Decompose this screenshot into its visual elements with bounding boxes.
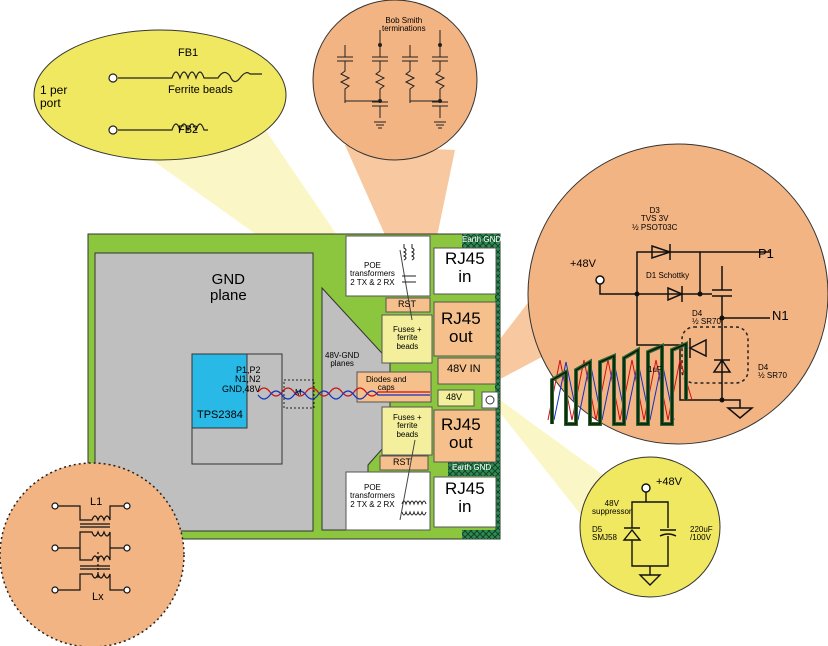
label-48v: 48V [446, 392, 463, 402]
cap-220uf-label: 220uF/100V [690, 525, 713, 543]
uf-label: 1uF [648, 365, 662, 374]
l1-label: L1 [90, 496, 103, 508]
d1-label: D1 Schottky [646, 271, 690, 280]
lx-label: Lx [92, 591, 104, 603]
fb2-label: FB2 [178, 124, 199, 136]
marker-m-label: M [295, 388, 302, 397]
diodes-pad [356, 371, 432, 403]
v48-pad [437, 389, 475, 407]
diode-junction-dots [634, 291, 725, 403]
earth-gnd-strip-2 [462, 530, 500, 539]
supp-plus48-label: +48V [656, 476, 682, 488]
suppressor-callout [579, 456, 721, 598]
rj45-out-top-pad [433, 301, 497, 357]
rst-bottom-label: RST [393, 457, 411, 467]
rst-top-label: RST [398, 299, 416, 309]
in48v-pad [437, 357, 497, 385]
earth-gnd-top-label: Earth GND [462, 235, 502, 244]
rj45-in-top-pad [433, 247, 497, 295]
p1-label: P1 [758, 246, 774, 261]
poe-lead-top [399, 249, 413, 321]
coil-overlay-red [547, 359, 693, 421]
coil-callout [0, 462, 185, 646]
ferrite-beads-label: Ferrite beads [168, 84, 233, 96]
fb1-label: FB1 [178, 47, 199, 59]
earth-gnd-top [462, 234, 500, 248]
connector-48v-hole [485, 395, 495, 405]
earth-gnd-bottom [448, 462, 500, 476]
signal-trace-red [257, 387, 430, 397]
ferrite-callout [33, 29, 287, 161]
ferrite-bead-schematic [108, 71, 262, 135]
rj45-in-bottom-pad [433, 476, 497, 528]
tps-outline [191, 353, 283, 465]
rst-pad-bottom [379, 455, 429, 471]
beam-supp [490, 400, 610, 520]
signal-trace-blue [257, 390, 430, 400]
marker-dotted-box [283, 379, 315, 409]
diode-plus48-label: +48V [570, 258, 596, 270]
coil-schematic [51, 502, 131, 594]
label-48v-in: 48V IN [447, 363, 481, 375]
d4-dotted-box [681, 326, 749, 384]
poe-lead-bottom [399, 439, 416, 521]
transformer-coil-bottom [401, 500, 427, 516]
fuses-pad-bottom [381, 406, 433, 456]
tps2384-label: TPS2384 [197, 409, 243, 421]
transformer-coil-top [402, 244, 416, 283]
poe-pad-top [345, 235, 431, 297]
bob-smith-callout [312, 0, 478, 161]
earth-gnd-bottom-label: Earth GND [452, 463, 492, 472]
suppressor-schematic [622, 483, 677, 586]
bob-smith-dots [378, 43, 442, 103]
diode-schematic [595, 244, 770, 419]
fuses-pad-top [381, 314, 433, 364]
n1-label: N1 [772, 308, 789, 323]
rj45-out-bottom-pad [433, 409, 497, 463]
coil-overlay-core [551, 342, 687, 425]
